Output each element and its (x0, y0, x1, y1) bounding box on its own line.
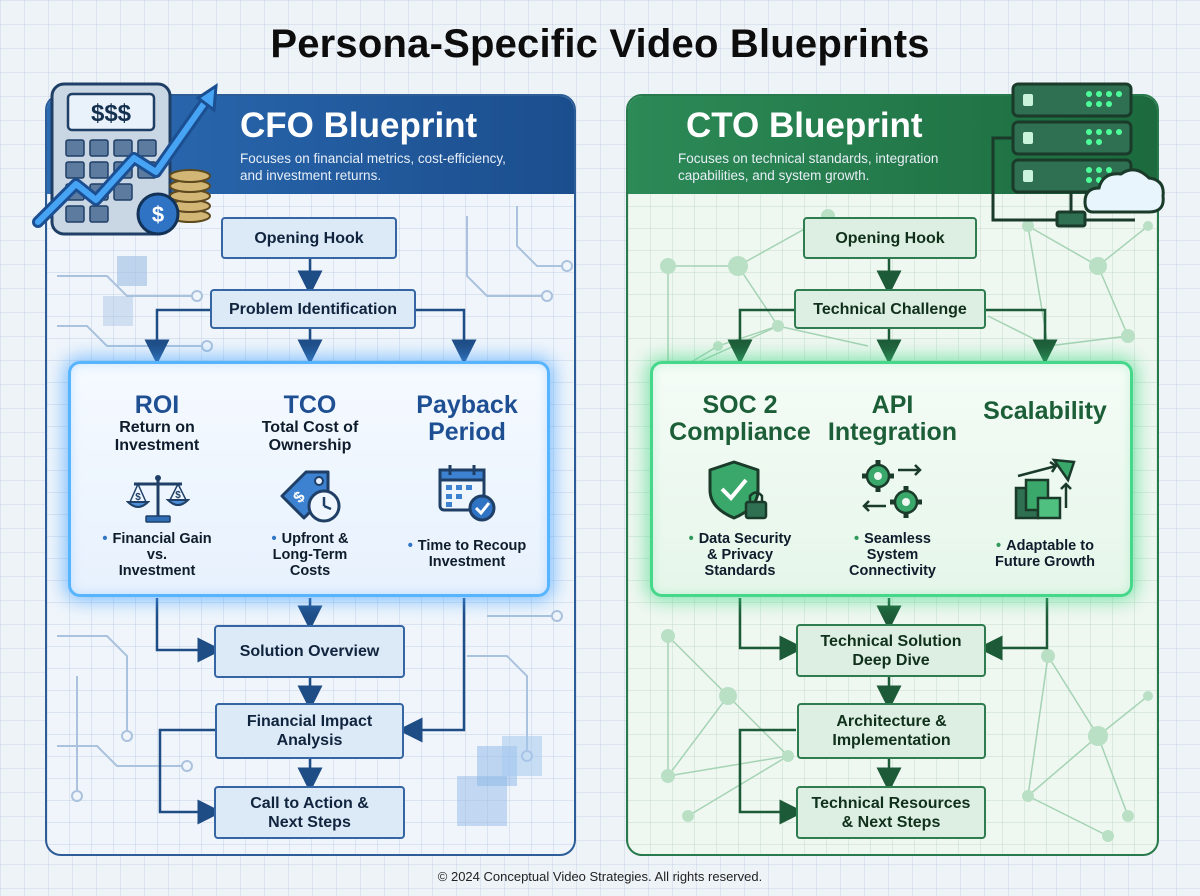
metric-subtitle-line: Total Cost of (261, 419, 359, 436)
metric-title-line: Period (428, 418, 506, 446)
calculator-display-text: $$$ (91, 100, 132, 127)
box-line: Technical Resources (811, 794, 971, 812)
cto-title: CTO Blueprint (686, 106, 923, 145)
metric-bullet-line: Investment (118, 563, 196, 579)
metric-bullet-line: & Privacy (706, 547, 774, 563)
server-cloud-icon (991, 82, 1165, 228)
cfo-opening-hook-box: Opening Hook (221, 217, 397, 259)
tco-bullet: Upfront & Long-Term Costs (237, 531, 383, 579)
cto-flow-connectors (727, 259, 1058, 825)
scalability-metric: Scalability (970, 398, 1120, 425)
soc2-metric: SOC 2 Compliance (660, 392, 820, 446)
box-line: Architecture & (836, 713, 947, 730)
metric-subtitle: Return on Investment (84, 419, 230, 455)
payback-bullet: Time to Recoup Investment (392, 538, 542, 570)
cfo-subtitle-line: and investment returns. (240, 168, 382, 183)
cto-resources-box: Technical Resources & Next Steps (796, 786, 986, 839)
metric-bullet-line: Time to Recoup (392, 538, 542, 554)
box-line: Next Steps (268, 813, 351, 831)
page-title: Persona-Specific Video Blueprints (270, 22, 930, 66)
tco-metric: TCO Total Cost of Ownership (237, 392, 383, 455)
svg-text:$: $ (135, 492, 141, 503)
soc2-bullet: Data Security & Privacy Standards (660, 531, 820, 579)
metric-title: SOC 2 Compliance (660, 392, 820, 446)
metric-bullet-line: vs. (146, 547, 168, 563)
network-background (660, 209, 1153, 842)
box-line: & Next Steps (841, 813, 941, 831)
metric-title-line: API (871, 391, 914, 419)
metric-title-line: Compliance (669, 418, 811, 446)
metric-title: Payback Period (392, 392, 542, 446)
cto-challenge-box: Technical Challenge (794, 289, 986, 329)
svg-text:$: $ (152, 202, 164, 227)
metric-title-line: Integration (827, 418, 958, 446)
metric-title: API Integration (820, 392, 965, 446)
growth-blocks-icon (1014, 458, 1076, 520)
metric-bullet-line: Investment (428, 554, 506, 570)
roi-metric: ROI Return on Investment (84, 392, 230, 455)
metric-subtitle-line: Investment (114, 437, 200, 454)
metric-subtitle-line: Return on (119, 419, 195, 436)
metric-bullet-line: Seamless (820, 531, 965, 547)
metric-bullet-line: Upfront & (237, 531, 383, 547)
metric-bullet-line: Financial Gain (84, 531, 230, 547)
api-metric: API Integration (820, 392, 965, 446)
calculator-growth-icon: $$$ $ (32, 82, 218, 236)
box-line: Call to Action & (250, 794, 369, 812)
cto-subtitle-line: Focuses on technical standards, integrat… (678, 151, 939, 166)
scale-icon: $ $ (126, 475, 190, 523)
cto-opening-hook-box: Opening Hook (803, 217, 977, 259)
metric-title: TCO (283, 391, 337, 419)
metric-subtitle: Total Cost of Ownership (237, 419, 383, 455)
payback-metric: Payback Period (392, 392, 542, 446)
cfo-flow-connectors (144, 259, 477, 825)
cfo-title: CFO Blueprint (240, 106, 478, 145)
metric-bullet-line: Standards (704, 563, 776, 579)
calendar-check-icon (438, 465, 496, 522)
box-line: Implementation (832, 732, 951, 749)
cto-subtitle: Focuses on technical standards, integrat… (678, 150, 938, 184)
copyright-footer: © 2024 Conceptual Video Strategies. All … (437, 869, 763, 884)
metric-bullet-line: Data Security (660, 531, 820, 547)
metric-title: ROI (134, 391, 180, 419)
cfo-problem-box: Problem Identification (210, 289, 416, 329)
svg-text:$: $ (175, 490, 181, 501)
circuit-background (57, 206, 573, 826)
box-line: Analysis (276, 732, 343, 749)
scalability-bullet: Adaptable to Future Growth (970, 538, 1120, 570)
cfo-subtitle-line: Focuses on financial metrics, cost-effic… (240, 151, 506, 166)
metric-bullet-line: Future Growth (995, 554, 1095, 570)
metric-bullet-line: Costs (289, 563, 331, 579)
metric-bullet-line: Adaptable to (970, 538, 1120, 554)
gears-arrows-icon (862, 460, 922, 518)
box-line: Technical Solution (820, 632, 962, 650)
roi-bullet: Financial Gain vs. Investment (84, 531, 230, 579)
cfo-subtitle: Focuses on financial metrics, cost-effic… (240, 150, 506, 184)
metric-subtitle-line: Ownership (268, 437, 352, 454)
cto-architecture-box: Architecture & Implementation (797, 703, 986, 759)
box-line: Deep Dive (852, 651, 930, 669)
metric-bullet-line: Long-Term (272, 547, 348, 563)
api-bullet: Seamless System Connectivity (820, 531, 965, 579)
cto-subtitle-line: capabilities, and system growth. (678, 168, 870, 183)
cto-deep-dive-box: Technical Solution Deep Dive (796, 624, 986, 677)
metric-bullet-line: System (866, 547, 919, 563)
cfo-financial-impact-box: Financial Impact Analysis (215, 703, 404, 759)
cfo-solution-overview-box: Solution Overview (214, 625, 405, 678)
box-line: Financial Impact (246, 713, 373, 730)
shield-lock-icon (708, 460, 768, 520)
metric-bullet-line: Connectivity (848, 563, 936, 579)
cfo-cta-box: Call to Action & Next Steps (214, 786, 405, 839)
metric-title-line: SOC 2 (702, 391, 778, 419)
metric-title-line: Payback (416, 391, 518, 419)
price-tag-clock-icon: $ (280, 470, 341, 523)
metric-title: Scalability (983, 397, 1107, 425)
